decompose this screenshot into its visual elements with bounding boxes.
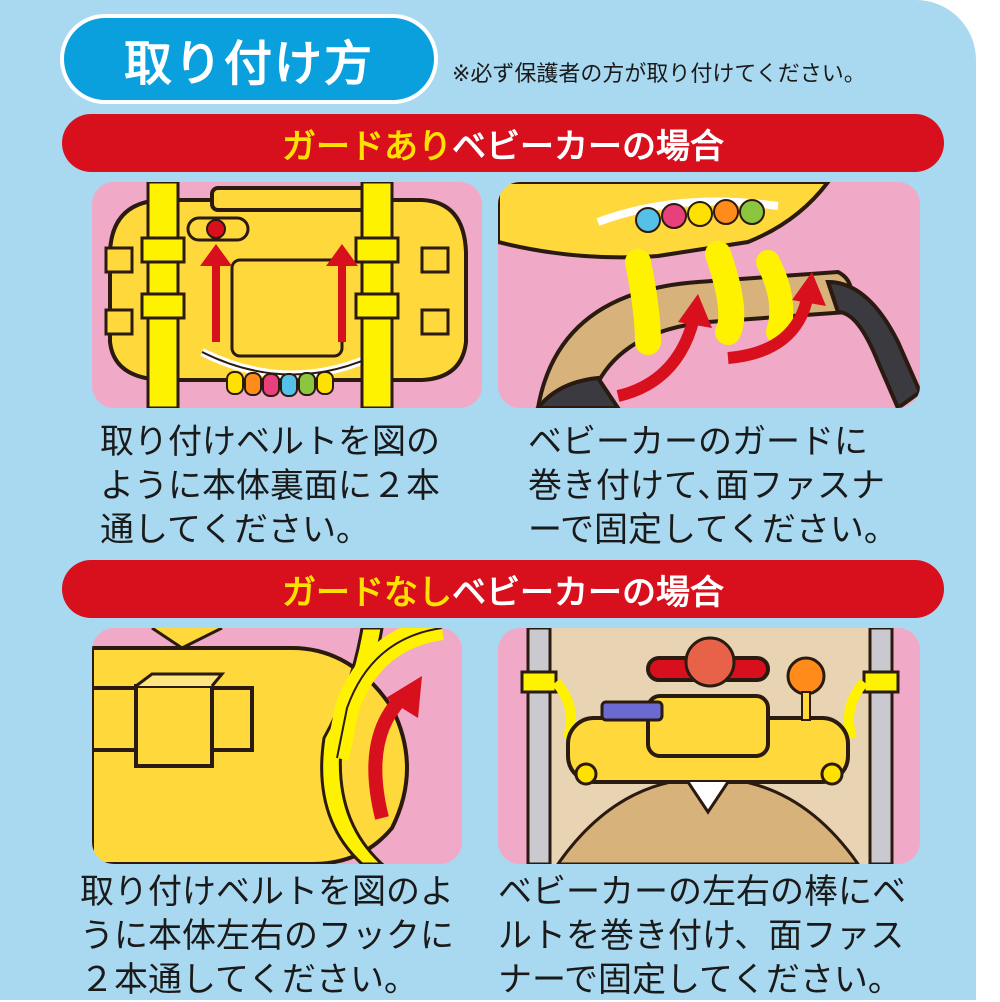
banner-highlight: ガードなし	[282, 572, 452, 613]
title-pill: 取り付け方	[60, 14, 438, 104]
section-banner-without-guard: ガードなしベビーカーの場合	[62, 560, 944, 618]
caption-without-guard-1: 取り付けベルトを図のよ うに本体左右のフックに ２本通してください。	[80, 872, 454, 1000]
section-banner-with-guard: ガードありベビーカーの場合	[62, 114, 944, 172]
banner-rest: ベビーカーの場合	[452, 572, 724, 613]
caption-with-guard-1: 取り付けベルトを図の ように本体裏面に２本 通してください。	[100, 422, 440, 550]
banner-rest: ベビーカーの場合	[452, 126, 724, 167]
caption-without-guard-2: ベビーカーの左右の棒にベ ルトを巻き付け、面ファス ナーで固定してください。	[498, 872, 906, 1000]
illustration-wrap-guard	[498, 182, 920, 408]
guardian-note: ※必ず保護者の方が取り付けてください。	[452, 62, 866, 87]
caption-with-guard-2: ベビーカーのガードに 巻き付けて､面ファスナ ーで固定してください。	[528, 422, 898, 550]
illustration-stroller-bars	[498, 628, 920, 864]
illustration-strap-through-back	[92, 182, 482, 408]
banner-highlight: ガードあり	[282, 126, 452, 167]
page-title: 取り付け方	[123, 36, 374, 92]
illustration-side-hooks	[92, 628, 462, 864]
